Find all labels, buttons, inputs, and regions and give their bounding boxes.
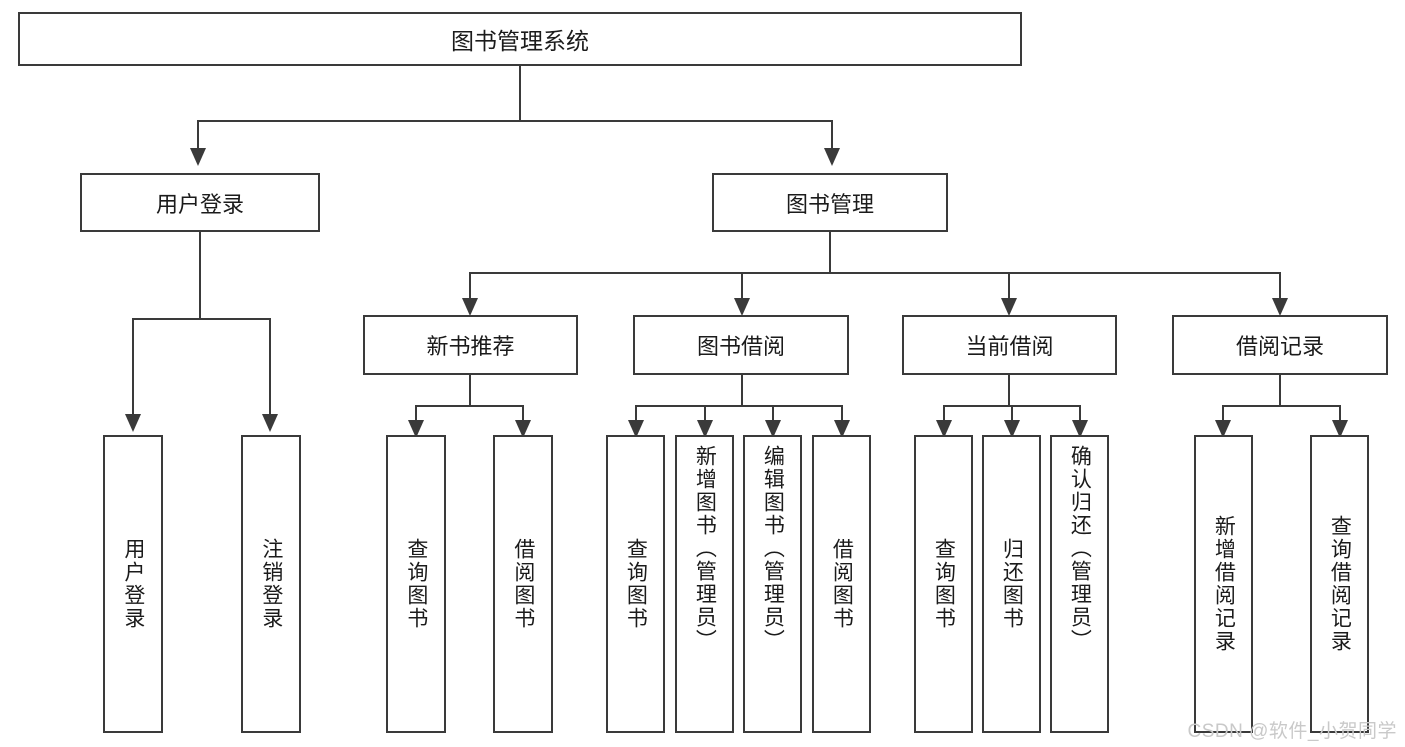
connector-user-login-bus — [132, 318, 270, 320]
connector-nb-to-leaf-1 — [415, 405, 417, 423]
connector-current-borrow-stem — [1008, 375, 1010, 407]
connector-bm-to-borrow-record — [1279, 272, 1281, 300]
arrow-cb-to-leaf-1 — [936, 420, 952, 438]
connector-user-login-stem — [199, 232, 201, 320]
connector-root-to-book-management — [831, 120, 833, 150]
arrow-bb-to-leaf-3 — [765, 420, 781, 438]
connector-root-to-user-login — [197, 120, 199, 150]
node-user-login[interactable]: 用户登录 — [80, 173, 320, 232]
node-root-book-management-system[interactable]: 图书管理系统 — [18, 12, 1022, 66]
connector-br-to-leaf-1 — [1222, 405, 1224, 423]
leaf-current-borrow-return-book[interactable]: 归还图书 — [982, 435, 1041, 733]
connector-nb-to-leaf-2 — [522, 405, 524, 423]
connector-cb-to-leaf-3 — [1079, 405, 1081, 423]
connector-bb-to-leaf-3 — [772, 405, 774, 423]
leaf-book-borrow-add-book-admin[interactable]: 新增图书（管理员） — [675, 435, 734, 733]
arrow-bm-to-new-book — [462, 298, 478, 316]
connector-root-stem — [519, 66, 521, 121]
node-current-borrow[interactable]: 当前借阅 — [902, 315, 1117, 375]
connector-bm-to-new-book — [469, 272, 471, 300]
arrow-user-login-to-leaf-2 — [262, 414, 278, 432]
connector-borrow-record-stem — [1279, 375, 1281, 407]
node-label: 借阅记录 — [1235, 334, 1324, 359]
leaf-book-borrow-borrow-book[interactable]: 借阅图书 — [812, 435, 871, 733]
arrow-bb-to-leaf-4 — [834, 420, 850, 438]
arrow-cb-to-leaf-2 — [1004, 420, 1020, 438]
leaf-borrow-record-query-record[interactable]: 查询借阅记录 — [1310, 435, 1369, 733]
node-borrow-record[interactable]: 借阅记录 — [1172, 315, 1388, 375]
arrow-cb-to-leaf-3 — [1072, 420, 1088, 438]
connector-bm-to-book-borrow — [741, 272, 743, 300]
connector-bm-to-current-borrow — [1008, 272, 1010, 300]
connector-bb-to-leaf-2 — [704, 405, 706, 423]
node-label: 图书管理系统 — [451, 28, 589, 54]
arrow-bm-to-borrow-record — [1272, 298, 1288, 316]
arrow-br-to-leaf-1 — [1215, 420, 1231, 438]
arrow-nb-to-leaf-1 — [408, 420, 424, 438]
connector-book-borrow-bus — [635, 405, 842, 407]
connector-cb-to-leaf-1 — [943, 405, 945, 423]
connector-borrow-record-bus — [1222, 405, 1340, 407]
arrow-bm-to-current-borrow — [1001, 298, 1017, 316]
connector-bb-to-leaf-1 — [635, 405, 637, 423]
arrow-root-to-book-management — [824, 148, 840, 166]
leaf-user-login-logout[interactable]: 注销登录 — [241, 435, 301, 733]
connector-root-bus — [197, 120, 833, 122]
leaf-new-book-borrow-book[interactable]: 借阅图书 — [493, 435, 553, 733]
node-label: 当前借阅 — [965, 334, 1054, 359]
connector-new-book-bus — [415, 405, 523, 407]
arrow-bm-to-book-borrow — [734, 298, 750, 316]
arrow-bb-to-leaf-1 — [628, 420, 644, 438]
arrow-nb-to-leaf-2 — [515, 420, 531, 438]
leaf-book-borrow-query-book[interactable]: 查询图书 — [606, 435, 665, 733]
leaf-borrow-record-add-record[interactable]: 新增借阅记录 — [1194, 435, 1253, 733]
connector-user-login-to-leaf-2 — [269, 318, 271, 416]
leaf-book-borrow-edit-book-admin[interactable]: 编辑图书（管理员） — [743, 435, 802, 733]
node-label: 用户登录 — [155, 191, 244, 217]
connector-book-management-stem — [829, 232, 831, 274]
node-label: 图书管理 — [785, 191, 874, 217]
node-new-book-recommend[interactable]: 新书推荐 — [363, 315, 578, 375]
node-book-borrow[interactable]: 图书借阅 — [633, 315, 849, 375]
node-book-management[interactable]: 图书管理 — [712, 173, 948, 232]
arrow-user-login-to-leaf-1 — [125, 414, 141, 432]
node-label: 图书借阅 — [696, 334, 785, 359]
arrow-br-to-leaf-2 — [1332, 420, 1348, 438]
connector-book-management-bus — [469, 272, 1281, 274]
connector-bb-to-leaf-4 — [841, 405, 843, 423]
node-label: 新书推荐 — [426, 334, 515, 359]
arrow-root-to-user-login — [190, 148, 206, 166]
connector-cb-to-leaf-2 — [1011, 405, 1013, 423]
leaf-current-borrow-confirm-return-admin[interactable]: 确认归还（管理员） — [1050, 435, 1109, 733]
leaf-new-book-query-book[interactable]: 查询图书 — [386, 435, 446, 733]
leaf-current-borrow-query-book[interactable]: 查询图书 — [914, 435, 973, 733]
connector-book-borrow-stem — [741, 375, 743, 407]
connector-new-book-stem — [469, 375, 471, 407]
arrow-bb-to-leaf-2 — [697, 420, 713, 438]
leaf-user-login-login[interactable]: 用户登录 — [103, 435, 163, 733]
connector-br-to-leaf-2 — [1339, 405, 1341, 423]
connector-user-login-to-leaf-1 — [132, 318, 134, 416]
